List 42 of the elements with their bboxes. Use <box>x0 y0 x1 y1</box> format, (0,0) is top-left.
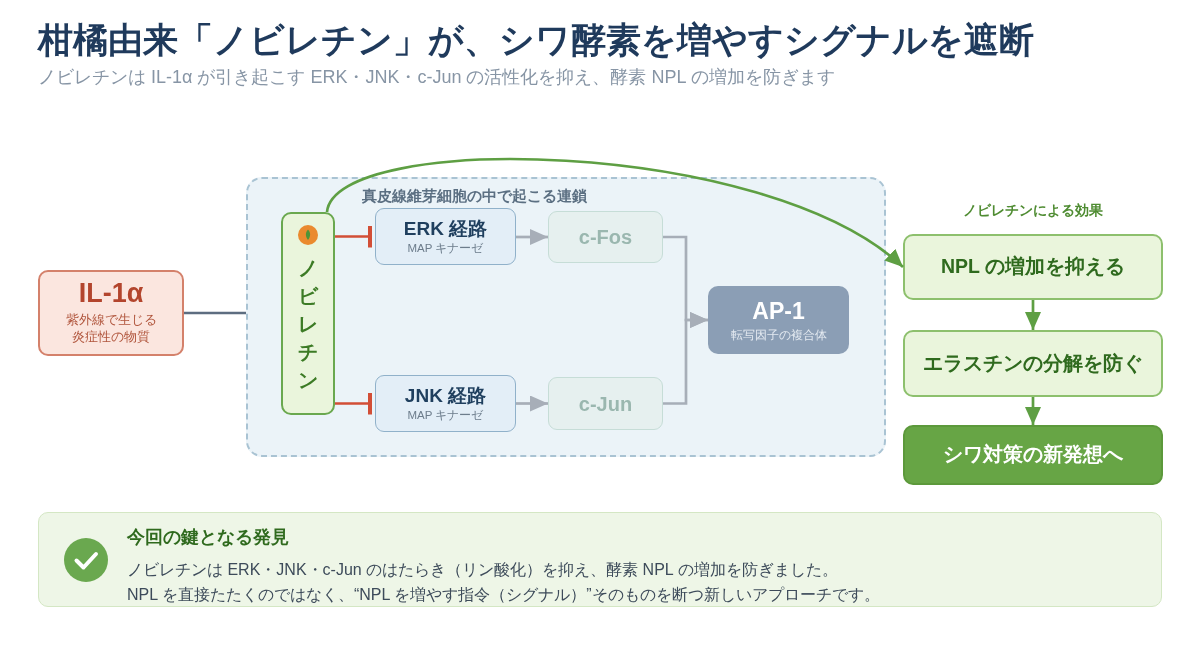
arrow <box>1025 397 1041 425</box>
column-heading: ノビレチンによる効果 <box>963 203 1103 220</box>
cell-region <box>246 177 886 457</box>
protein-box <box>548 377 663 430</box>
box-title: IL-1α <box>78 279 144 309</box>
compound-box <box>281 212 335 415</box>
box-subtitle: MAP キナーゼ <box>407 408 484 423</box>
region-title: 真皮線維芽細胞の中で起こる連鎖 <box>362 187 587 205</box>
box-label: シワ対策の新発想へ <box>943 443 1123 467</box>
panel-text: ノビレチンは ERK・JNK・c-Jun のはたらき（リン酸化）を抑え、酵素 NPL の増加を防ぎました。 <box>127 560 838 580</box>
arrow <box>516 229 548 245</box>
factor-box <box>38 270 184 356</box>
protein-box <box>548 211 663 263</box>
title: 柑橘由来「ノビレチン」が、シワ酵素を増やすシグナルを遮断 <box>38 19 1034 61</box>
arrow <box>663 312 708 405</box>
complex-box <box>708 286 849 354</box>
box-title: AP-1 <box>752 298 805 325</box>
box-label: NPL の増加を抑える <box>940 255 1126 279</box>
arrow <box>1025 300 1041 330</box>
connector-line <box>184 311 246 315</box>
arrow <box>516 395 548 412</box>
box-subtitle: 転写因子の複合体 <box>730 327 827 342</box>
pathway-box <box>375 208 516 265</box>
panel-heading: 今回の鍵となる発見 <box>127 527 289 548</box>
finding-panel <box>38 512 1162 607</box>
box-label: c-Jun <box>578 391 633 416</box>
box-label: c-Fos <box>578 225 633 249</box>
box-label: エラスチンの分解を防ぐ <box>923 351 1143 376</box>
box-label: ノビレチン <box>297 256 319 393</box>
arrow <box>325 157 904 269</box>
effect-box <box>903 330 1163 397</box>
box-subtitle: MAP キナーゼ <box>407 241 484 256</box>
panel-text: NPL を直接たたくのではなく、“NPL を増やす指令（シグナル）”そのものを断つ新しいアプローチです。 <box>127 585 880 605</box>
inhibition-line <box>335 392 372 415</box>
box-title: JNK 経路 <box>404 384 487 407</box>
box-title: ERK 経路 <box>403 217 488 240</box>
inhibition-line <box>335 225 372 248</box>
box-subtitle: 紫外線で生じる炎症性の物質 <box>65 311 157 347</box>
pathway-box <box>375 375 516 432</box>
subtitle: ノビレチンは IL-1α が引き起こす ERK・JNK・c-Jun の活性化を抑え、酵素 NPL の増加を防ぎます <box>38 67 835 89</box>
result-box <box>903 425 1163 485</box>
effect-box <box>903 234 1163 300</box>
